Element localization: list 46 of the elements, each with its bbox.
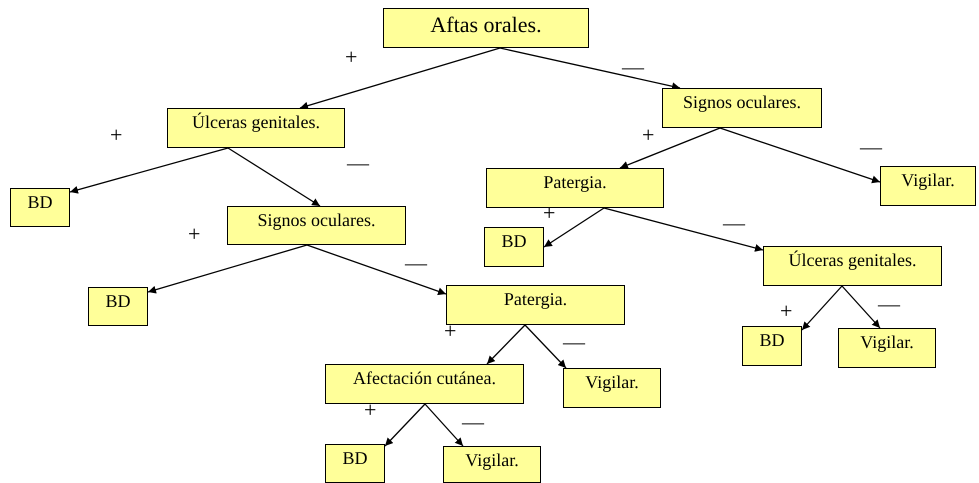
arrow: [524, 324, 566, 368]
edge-label: +: [642, 124, 654, 146]
decision-box: Signos oculares.: [227, 206, 406, 245]
arrow: [384, 404, 426, 446]
arrow: [70, 147, 228, 194]
decision-box: Vigilar.: [880, 166, 976, 206]
arrow: [842, 286, 880, 328]
decision-box: BD: [742, 326, 802, 366]
arrow: [148, 244, 308, 294]
arrow: [544, 207, 604, 248]
edge-label: —: [405, 252, 427, 274]
arrow: [802, 286, 842, 330]
decision-box: Vigilar.: [443, 446, 541, 483]
arrow: [228, 147, 320, 207]
decision-box: Vigilar.: [563, 368, 661, 408]
decision-box: BD: [484, 227, 544, 267]
edge-label: +: [345, 46, 358, 68]
arrow: [424, 404, 464, 446]
decision-box: Patergia.: [446, 285, 625, 325]
edge-label: —: [563, 331, 585, 353]
arrow: [300, 47, 500, 110]
edge-label: —: [878, 293, 900, 315]
edge-label: —: [723, 212, 745, 234]
edge-label: +: [780, 300, 792, 322]
decision-box: Vigilar.: [838, 328, 936, 368]
decision-box: Úlceras genitales.: [763, 246, 942, 286]
edge-label: —: [622, 56, 644, 78]
arrow: [306, 244, 446, 296]
decision-box: Signos oculares.: [662, 88, 822, 128]
edge-label: +: [110, 124, 122, 146]
decision-box: Afectación cutánea.: [325, 364, 524, 404]
edge-label: —: [860, 136, 882, 158]
arrow: [620, 127, 720, 169]
arrow: [500, 47, 680, 90]
arrow: [486, 324, 526, 364]
decision-box: BD: [10, 188, 70, 227]
edge-label: —: [347, 152, 369, 174]
decision-box: Aftas orales.: [383, 8, 589, 48]
edge-label: +: [188, 223, 200, 245]
edge-label: —: [462, 411, 484, 433]
arrow: [720, 127, 880, 184]
arrow: [604, 207, 764, 252]
decision-box: BD: [88, 287, 148, 326]
decision-box: BD: [325, 444, 385, 483]
decision-box: Úlceras genitales.: [167, 108, 345, 148]
decision-box: Patergia.: [486, 168, 664, 208]
